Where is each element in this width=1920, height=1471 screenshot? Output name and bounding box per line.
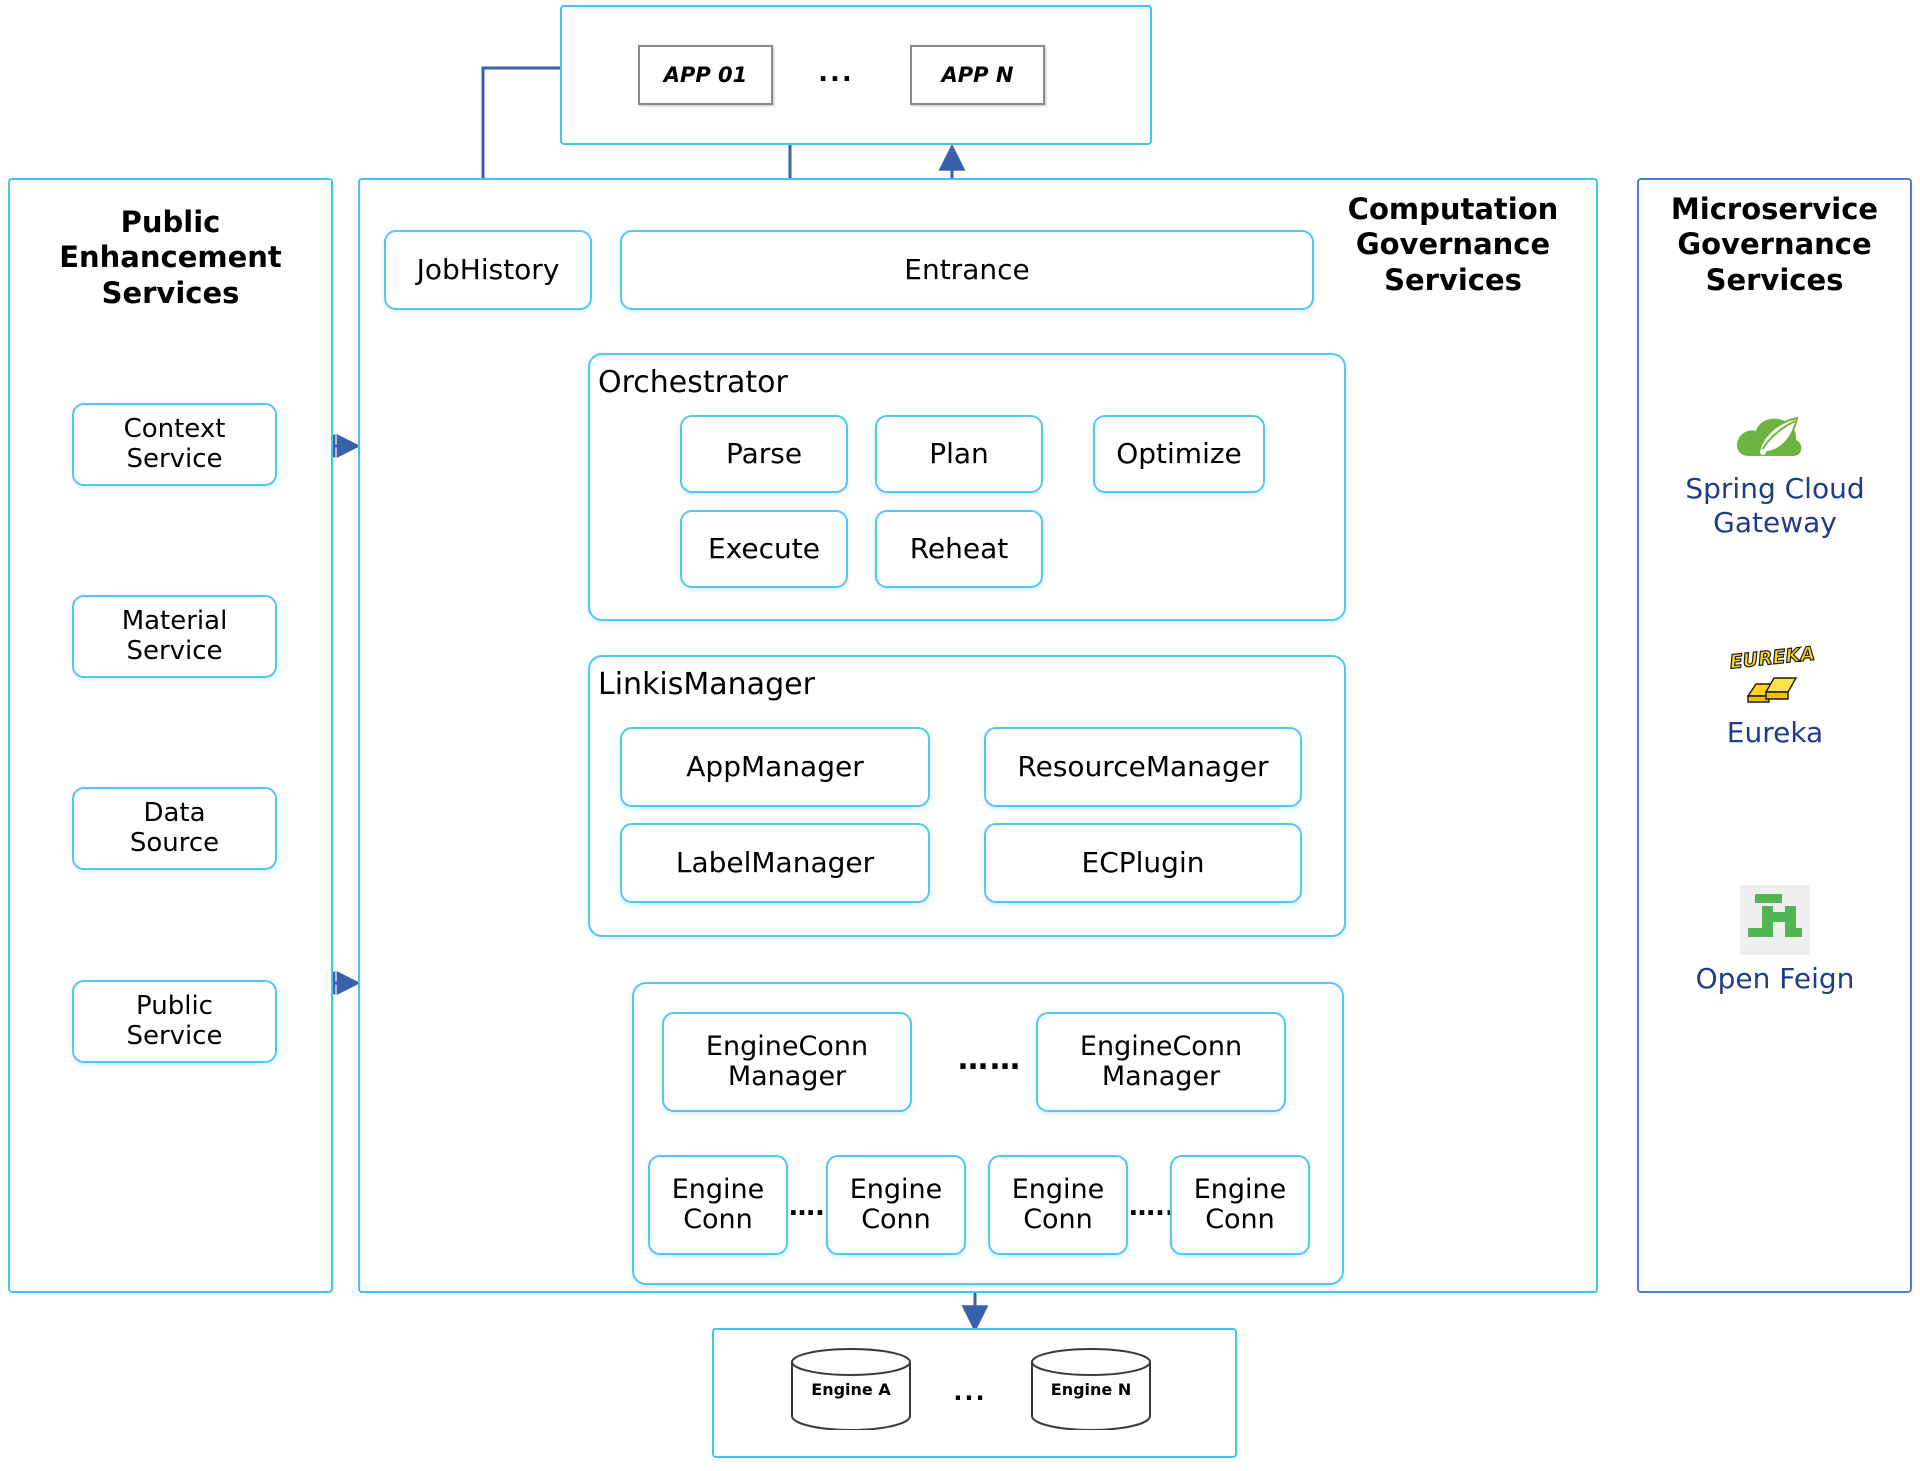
engine-conn-manager-1[interactable]: EngineConn Manager <box>662 1012 912 1112</box>
eureka-label: Eureka <box>1726 716 1824 749</box>
microservice-governance-services-panel <box>1637 178 1912 1293</box>
orchestrator-item-parse[interactable]: Parse <box>680 415 848 493</box>
svg-text:EUREKA: EUREKA <box>1730 643 1816 674</box>
pes-item-material-service-label: Material Service <box>121 606 228 666</box>
app-box-01[interactable]: APP 01 <box>638 45 773 105</box>
engine-conn-manager-1-label: EngineConn Manager <box>705 1030 869 1092</box>
orchestrator-item-optimize-label: Optimize <box>1116 437 1242 471</box>
engine-conn-1[interactable]: Engine Conn <box>648 1155 788 1255</box>
engine-conn-2[interactable]: Engine Conn <box>826 1155 966 1255</box>
spring-cloud-logo <box>1737 416 1802 456</box>
pes-item-data-source-label: Data Source <box>129 798 220 858</box>
orchestrator-item-reheat[interactable]: Reheat <box>875 510 1043 588</box>
engine-conn-ellipsis-left: ….. <box>789 1192 835 1222</box>
app-box-n-label: APP N <box>941 63 1014 87</box>
engine-n-label: Engine N <box>1050 1380 1132 1399</box>
pes-item-context-service[interactable]: Context Service <box>72 403 277 486</box>
engine-conn-2-label: Engine Conn <box>849 1173 943 1235</box>
engine-conn-manager-2-label: EngineConn Manager <box>1079 1030 1243 1092</box>
public-enhancement-services-panel <box>8 178 333 1293</box>
engine-conn-4[interactable]: Engine Conn <box>1170 1155 1310 1255</box>
apps-ellipsis: ... <box>818 58 854 88</box>
linkis-manager-item-labelmanager[interactable]: LabelManager <box>620 823 930 903</box>
orchestrator-title: Orchestrator <box>598 365 788 400</box>
engine-n-cylinder-icon <box>1031 1348 1151 1430</box>
pes-item-data-source[interactable]: Data Source <box>72 787 277 870</box>
orchestrator-item-optimize[interactable]: Optimize <box>1093 415 1265 493</box>
engine-conn-manager-2[interactable]: EngineConn Manager <box>1036 1012 1286 1112</box>
spring-cloud-gateway-label: Spring Cloud Gateway <box>1685 472 1865 539</box>
open-feign-label: Open Feign <box>1695 962 1855 995</box>
eureka-logo: EUREKA <box>1730 642 1816 703</box>
orchestrator-item-plan-label: Plan <box>929 437 989 471</box>
computation-governance-services-title: Computation Governance Services <box>1347 192 1559 297</box>
pes-item-material-service[interactable]: Material Service <box>72 595 277 678</box>
linkis-manager-item-labelmanager-label: LabelManager <box>675 846 875 880</box>
orchestrator-item-parse-label: Parse <box>725 437 803 471</box>
pes-item-public-service[interactable]: Public Service <box>72 980 277 1063</box>
engine-conn-1-label: Engine Conn <box>671 1173 765 1235</box>
microservice-governance-services-title: Microservice Governance Services <box>1670 192 1879 297</box>
linkis-manager-item-ecplugin[interactable]: ECPlugin <box>984 823 1302 903</box>
entrance-box[interactable]: Entrance <box>620 230 1314 310</box>
engine-conn-ellipsis-right: ….. <box>1129 1192 1175 1222</box>
open-feign-logo <box>1748 894 1802 937</box>
job-history-box[interactable]: JobHistory <box>384 230 592 310</box>
engine-conn-manager-ellipsis: …… <box>958 1042 1022 1077</box>
linkis-manager-item-resourcemanager-label: ResourceManager <box>1017 750 1269 784</box>
job-history-label: JobHistory <box>416 253 560 287</box>
linkis-manager-item-resourcemanager[interactable]: ResourceManager <box>984 727 1302 807</box>
app-box-01-label: APP 01 <box>663 63 748 87</box>
engine-conn-3[interactable]: Engine Conn <box>988 1155 1128 1255</box>
engines-ellipsis: ... <box>953 1378 987 1406</box>
public-enhancement-services-title: Public Enhancement Services <box>59 205 282 310</box>
app-box-n[interactable]: APP N <box>910 45 1045 105</box>
engine-conn-3-label: Engine Conn <box>1011 1173 1105 1235</box>
orchestrator-item-reheat-label: Reheat <box>909 532 1009 566</box>
engine-a-label: Engine A <box>811 1380 891 1399</box>
orchestrator-item-execute[interactable]: Execute <box>680 510 848 588</box>
pes-item-context-service-label: Context Service <box>123 414 226 474</box>
linkis-manager-item-appmanager[interactable]: AppManager <box>620 727 930 807</box>
engine-a-cylinder-icon <box>791 1348 911 1430</box>
pes-item-public-service-label: Public Service <box>126 991 223 1051</box>
orchestrator-item-plan[interactable]: Plan <box>875 415 1043 493</box>
engine-conn-4-label: Engine Conn <box>1193 1173 1287 1235</box>
linkis-manager-item-appmanager-label: AppManager <box>686 750 864 784</box>
entrance-label: Entrance <box>904 253 1030 287</box>
linkis-manager-item-ecplugin-label: ECPlugin <box>1081 846 1205 880</box>
orchestrator-item-execute-label: Execute <box>708 532 820 566</box>
linkis-manager-title: LinkisManager <box>598 667 815 702</box>
